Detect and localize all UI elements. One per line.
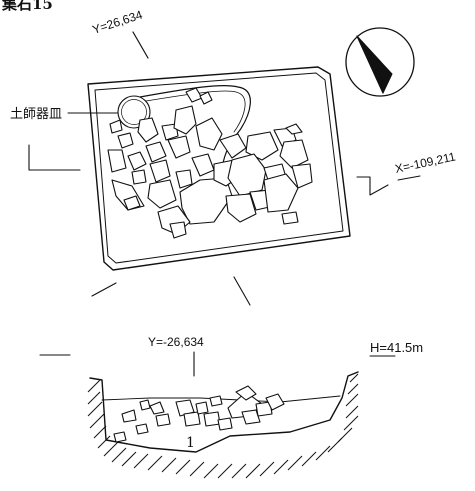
pit-inner-bank-2 bbox=[145, 90, 246, 133]
section-stones bbox=[113, 385, 285, 443]
pottery-plate-label: 土師器皿 bbox=[10, 107, 62, 122]
section-marker-left bbox=[28, 144, 81, 171]
section-marker-right bbox=[356, 176, 389, 196]
plan-y-coordinate: Y=26,634 bbox=[91, 7, 145, 36]
x-coordinate-underline bbox=[397, 175, 421, 181]
plan-tick-bottom bbox=[233, 276, 251, 306]
section-view: Y=-26,634 H=41.5m bbox=[39, 335, 423, 479]
stone-cluster bbox=[107, 87, 313, 239]
north-arrow-icon bbox=[345, 27, 415, 97]
pit-outline-outer bbox=[87, 66, 351, 271]
section-layer-number: 1 bbox=[186, 435, 195, 451]
section-height: H=41.5m bbox=[370, 340, 423, 355]
figure-title: 集石15 bbox=[1, 0, 53, 13]
plan-x-coordinate: X=-109,211 bbox=[394, 149, 457, 176]
ground-hatching bbox=[87, 373, 359, 479]
pit-outline-inner bbox=[94, 72, 344, 264]
section-y-coordinate: Y=-26,634 bbox=[148, 335, 204, 349]
plan-y-tick bbox=[132, 31, 149, 59]
plan-view: Y=26,634 X=-109,211 土師器皿 bbox=[10, 7, 457, 306]
plan-tick-bottom-left bbox=[91, 282, 117, 297]
pit-profile bbox=[89, 371, 359, 453]
